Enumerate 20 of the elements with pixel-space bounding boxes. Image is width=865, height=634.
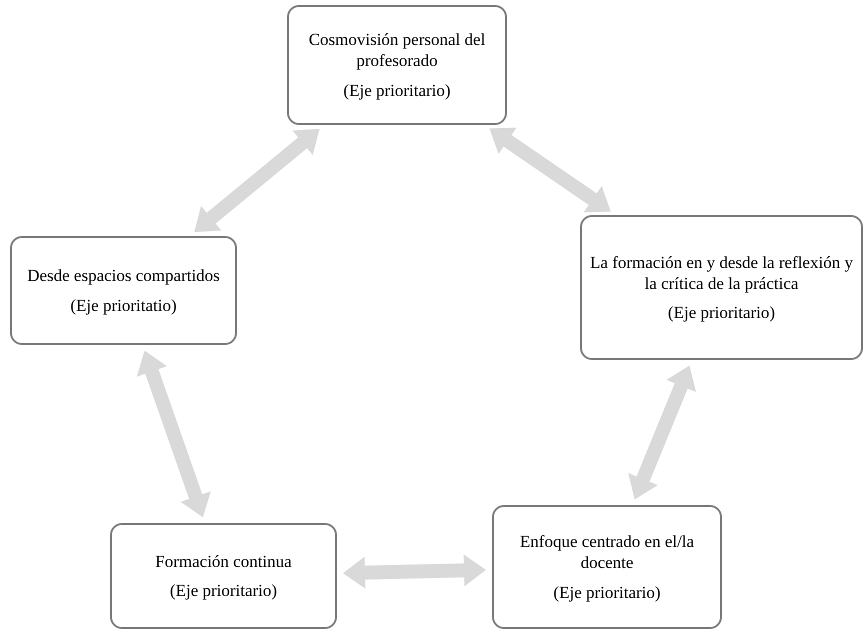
- double-arrow: [628, 366, 696, 500]
- double-arrow: [489, 128, 611, 212]
- box-note: (Eje prioritatio): [70, 294, 177, 316]
- double-arrow: [194, 128, 320, 232]
- box-note: (Eje prioritario): [668, 302, 776, 324]
- box-title: Formación continua: [155, 550, 292, 572]
- double-arrow: [343, 554, 486, 589]
- rounded-box: [492, 505, 722, 629]
- rounded-box: [10, 236, 237, 345]
- box-note: (Eje prioritario): [170, 580, 278, 602]
- box-title: Enfoque centrado en el/la docente: [518, 531, 696, 574]
- rounded-box: [110, 523, 337, 629]
- box-title: Cosmovisión personal del profesorado: [308, 29, 486, 72]
- rounded-box: [287, 5, 507, 125]
- rounded-box: [580, 215, 863, 360]
- double-arrow: [136, 350, 211, 518]
- box-note: (Eje prioritario): [553, 582, 661, 603]
- box-title: Desde espacios compartidos: [27, 265, 220, 286]
- box-note: (Eje prioritario): [343, 80, 451, 101]
- box-title: La formación en y desde la reflexión y la crítica de la práctica: [590, 252, 853, 294]
